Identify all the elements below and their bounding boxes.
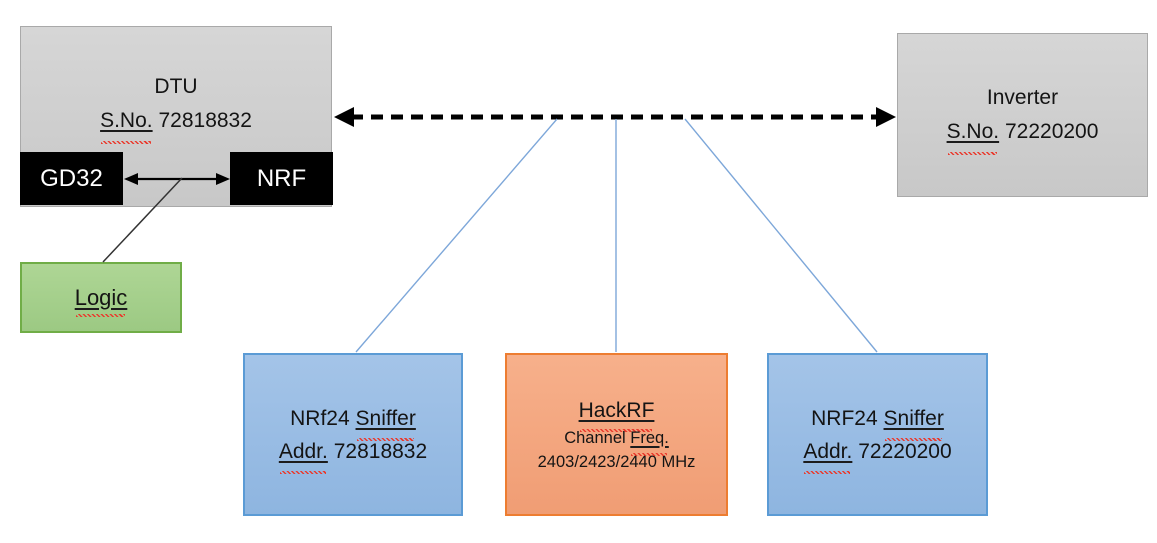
sniffer-right-connector-line <box>684 118 878 353</box>
dtu-serial-label: S.No. <box>100 104 153 144</box>
hackrf-frequencies: 2403/2423/2440 MHz <box>537 452 696 471</box>
hackrf-channel-line: Channel Freq. <box>564 426 669 456</box>
sniffer-right-name-line: NRF24 Sniffer <box>811 402 944 441</box>
dashed-arrow-head-right-icon <box>876 107 896 127</box>
sniffer-right-box: NRF24 Sniffer Addr. 72220200 <box>767 353 988 516</box>
hackrf-title: HackRF <box>579 396 654 432</box>
sniffer-right-name-prefix: NRF24 <box>811 406 878 430</box>
inverter-serial-label: S.No. <box>947 115 999 155</box>
sniffer-right-addr-line: Addr. 72220200 <box>803 435 952 474</box>
inverter-title: Inverter <box>986 86 1059 109</box>
logic-box: Logic <box>20 262 182 333</box>
gd32-chip: GD32 <box>20 152 123 205</box>
sniffer-left-connector-line <box>355 118 558 353</box>
dashed-arrow-head-left-icon <box>334 107 354 127</box>
hackrf-channel-label: Channel <box>564 428 626 447</box>
sniffer-left-addr-value: 72818832 <box>333 439 428 463</box>
logic-label: Logic <box>74 284 128 317</box>
sniffer-left-name-word: Sniffer <box>356 402 416 441</box>
gd32-label: GD32 <box>40 164 103 192</box>
nrf-chip: NRF <box>230 152 333 205</box>
hackrf-title-line: HackRF <box>579 396 654 432</box>
sniffer-left-name-line: NRf24 Sniffer <box>290 402 416 441</box>
sniffer-right-name-word: Sniffer <box>884 402 944 441</box>
hackrf-freq-word: Freq. <box>630 426 669 456</box>
sniffer-left-addr-line: Addr. 72818832 <box>279 435 428 474</box>
sniffer-left-name-prefix: NRf24 <box>290 406 350 430</box>
sniffer-right-addr-label: Addr. <box>803 435 852 474</box>
inverter-box: Inverter S.No. 72220200 <box>897 33 1148 197</box>
sniffer-left-box: NRf24 Sniffer Addr. 72818832 <box>243 353 463 516</box>
dtu-title: DTU <box>154 74 198 98</box>
dtu-serial-value: 72818832 <box>158 108 252 132</box>
sniffer-left-addr-label: Addr. <box>279 435 328 474</box>
sniffer-right-addr-value: 72220200 <box>858 439 952 463</box>
inverter-serial-value: 72220200 <box>1004 120 1099 143</box>
hackrf-box: HackRF Channel Freq. 2403/2423/2440 MHz <box>505 353 728 516</box>
nrf-label: NRF <box>256 164 307 192</box>
dtu-serial-line: S.No. 72818832 <box>100 104 252 144</box>
inverter-serial-line: S.No. 72220200 <box>947 115 1099 155</box>
